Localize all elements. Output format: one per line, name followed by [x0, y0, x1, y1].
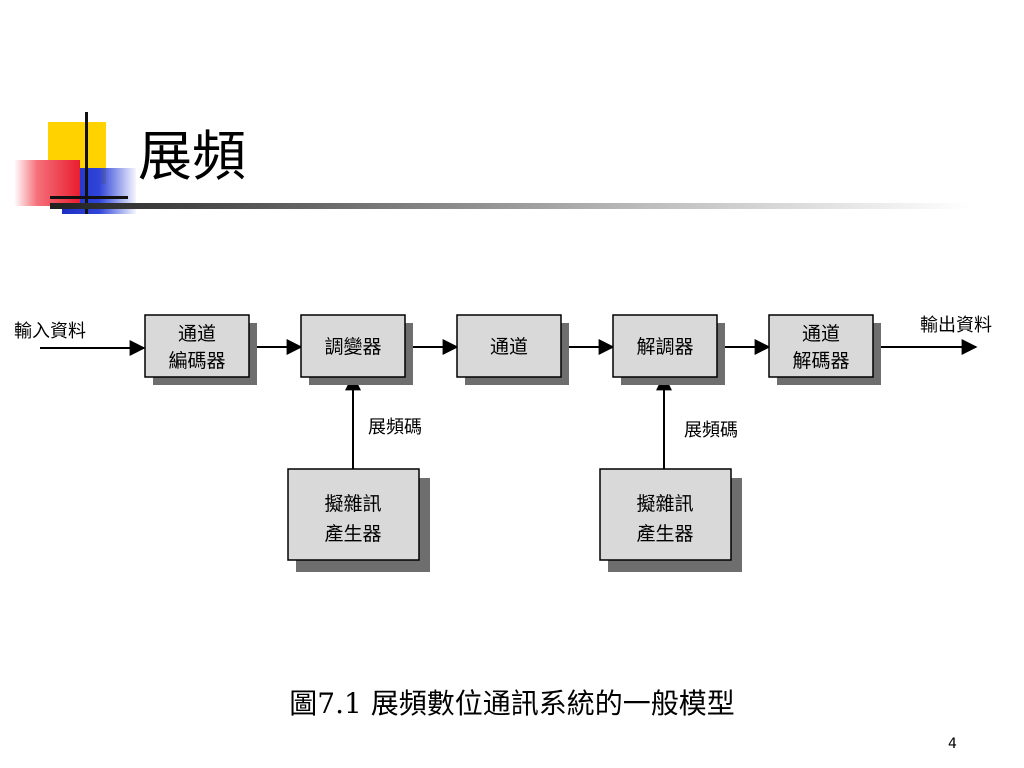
rx-spreading-code-label: 展頻碼 — [684, 420, 738, 441]
channel-decoder-block: 通道 解碼器 — [768, 314, 881, 385]
pn-generator-rx-block: 擬雜訊 產生器 — [599, 468, 742, 572]
modulator-block: 調變器 — [300, 314, 413, 385]
tx-spreading-code-label: 展頻碼 — [368, 417, 422, 438]
pn-generator-tx-label-line1: 擬雜訊 — [324, 493, 381, 515]
channel-encoder-label-line1: 通道 — [178, 323, 216, 345]
output-data-label: 輸出資料 — [920, 315, 992, 336]
input-data-label: 輸入資料 — [14, 321, 86, 342]
page-number: 4 — [948, 736, 957, 752]
modulator-label: 調變器 — [324, 336, 381, 358]
slide-title: 展頻 — [138, 125, 246, 188]
figure-caption: 圖7.1 展頻數位通訊系統的一般模型 — [289, 687, 735, 720]
pn-generator-tx-label-line2: 產生器 — [324, 523, 381, 545]
vertical-line-decoration — [85, 112, 88, 214]
title-underline — [50, 203, 970, 209]
pn-generator-tx-block: 擬雜訊 產生器 — [287, 468, 430, 572]
horizontal-line-decoration — [50, 196, 128, 199]
channel-block: 通道 — [456, 314, 569, 385]
channel-encoder-block: 通道 編碼器 — [144, 314, 257, 385]
channel-encoder-label-line2: 編碼器 — [168, 350, 225, 372]
demodulator-block: 解調器 — [612, 314, 725, 385]
channel-decoder-label-line2: 解碼器 — [792, 350, 849, 372]
channel-decoder-label-line1: 通道 — [802, 323, 840, 345]
demodulator-label: 解調器 — [636, 336, 693, 358]
pn-generator-rx-label-line1: 擬雜訊 — [636, 493, 693, 515]
channel-label: 通道 — [490, 336, 528, 358]
pn-generator-rx-label-line2: 產生器 — [636, 523, 693, 545]
